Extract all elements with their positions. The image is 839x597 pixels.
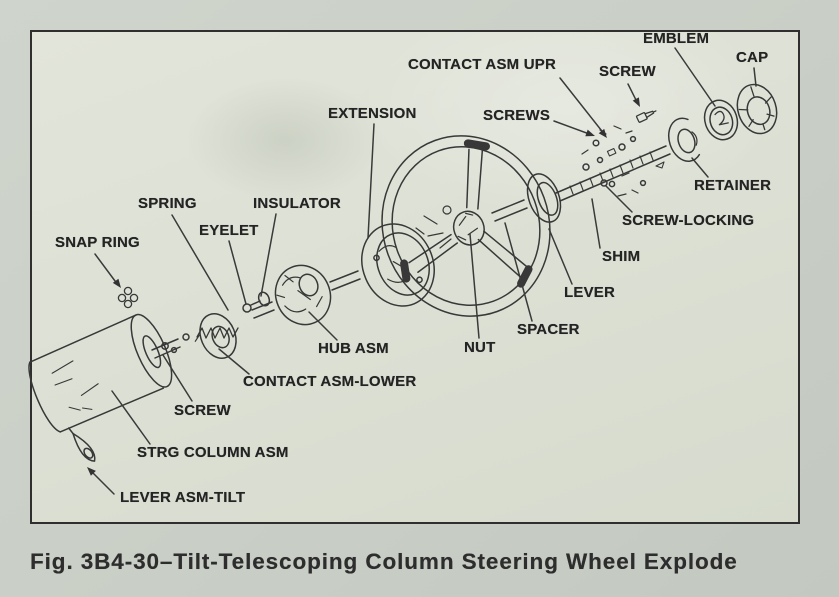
lever-asm-tilt-drawing [67, 427, 96, 462]
contact-asm-lower-drawing [194, 313, 237, 359]
emblem-drawing [703, 99, 739, 141]
part-label-snap-ring: SNAP RING [55, 234, 140, 251]
part-label-contact-asm-lower: CONTACT ASM-LOWER [243, 373, 417, 390]
part-label-contact-asm-upr: CONTACT ASM UPR [408, 56, 556, 73]
part-label-lever-asm-tilt: LEVER ASM-TILT [120, 489, 246, 506]
part-label-hub-asm: HUB ASM [318, 340, 389, 357]
part-label-strg-column-asm: STRG COLUMN ASM [137, 444, 289, 461]
figure-frame [30, 30, 800, 524]
part-label-emblem: EMBLEM [643, 30, 710, 47]
screw-upper-drawing [635, 110, 657, 123]
part-label-eyelet: EYELET [199, 222, 259, 239]
part-label-spacer: SPACER [517, 321, 580, 338]
cap-drawing [736, 83, 778, 135]
screw-locking-drawing [600, 179, 608, 187]
part-label-insulator: INSULATOR [253, 195, 341, 212]
figure-caption: Fig. 3B4-30–Tilt-Telescoping Column Stee… [30, 549, 738, 574]
part-label-spring: SPRING [138, 195, 197, 212]
leader-lines [89, 47, 757, 495]
strg-column-asm-drawing [28, 313, 173, 433]
steering-wheel-drawing [381, 135, 551, 317]
snap-ring-drawing [117, 286, 139, 309]
part-label-retainer: RETAINER [694, 177, 772, 194]
part-label-screw-upper: SCREW [599, 63, 656, 80]
hub-asm-drawing [274, 264, 332, 326]
leader-arrowheads [87, 97, 640, 476]
part-label-extension: EXTENSION [328, 105, 417, 122]
part-label-shim: SHIM [602, 248, 641, 265]
part-label-nut: NUT [464, 339, 496, 356]
extension-drawing [361, 223, 435, 307]
upper-shaft-parts-drawing [491, 125, 671, 222]
part-label-cap: CAP [736, 49, 769, 66]
part-label-screw-locking: SCREW-LOCKING [622, 212, 755, 229]
lower-shaft-parts-drawing [151, 291, 275, 359]
horn-contact-drawing [415, 205, 452, 249]
retainer-drawing [667, 117, 701, 162]
part-label-screw-lower: SCREW [174, 402, 231, 419]
part-label-lever: LEVER [564, 284, 616, 301]
part-label-screws: SCREWS [483, 107, 551, 124]
